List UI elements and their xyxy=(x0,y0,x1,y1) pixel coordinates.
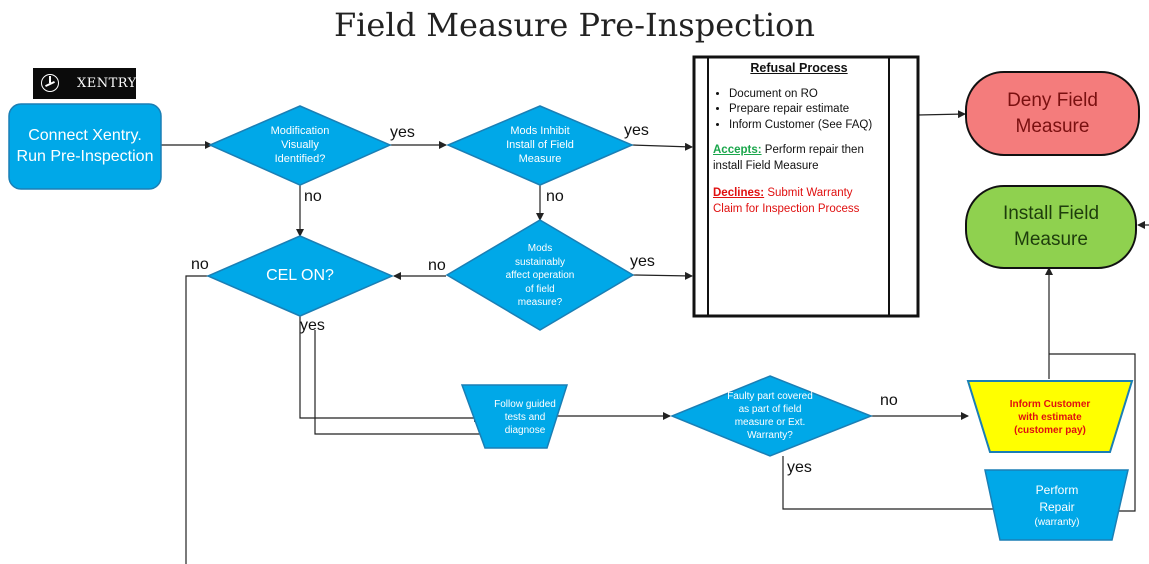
perform-title: Perform Repair xyxy=(1035,483,1079,514)
label-faulty-yes: yes xyxy=(787,459,812,476)
perform-subtitle: (warranty) xyxy=(1034,516,1080,528)
page-title: Field Measure Pre-Inspection xyxy=(333,6,816,44)
refusal-bullet: Inform Customer (See FAQ) xyxy=(729,118,885,134)
edge-faulty-yes xyxy=(782,456,1006,513)
follow-trapezoid xyxy=(460,384,569,449)
accepts-label: Accepts: xyxy=(713,144,762,157)
follow-node-text: Follow guided tests and diagnose xyxy=(494,398,556,436)
edge-cel-yes-b xyxy=(314,330,494,438)
mods-affect-diamond xyxy=(445,219,635,331)
label-modification-no: no xyxy=(304,188,322,205)
refusal-bullet-list: Document on RO Prepare repair estimate I… xyxy=(713,87,885,134)
edge-affect-yes xyxy=(632,271,693,280)
start-box xyxy=(8,103,162,190)
label-modification-yes: yes xyxy=(390,124,415,141)
edge-cel-yes-a xyxy=(299,316,482,422)
perform-trapezoid xyxy=(984,469,1129,541)
logo-text: XENTRY xyxy=(77,76,137,91)
declines-label: Declines: xyxy=(713,187,765,200)
install-terminator xyxy=(965,185,1137,269)
refusal-declines: Declines: Submit Warranty Claim for Insp… xyxy=(713,186,885,217)
modification-node-text: Modification Visually Identified? xyxy=(270,124,330,166)
refusal-process-panel: Refusal Process Document on RO Prepare r… xyxy=(713,60,885,217)
refusal-accepts: Accepts: Perform repair then install Fie… xyxy=(713,143,885,174)
deny-node-text: Deny Field Measure xyxy=(1007,90,1098,137)
faulty-node-text: Faulty part covered as part of field mea… xyxy=(727,391,813,441)
mods-affect-node-text: Mods sustainably affect operation of fie… xyxy=(505,243,575,309)
edge-perform-to-install xyxy=(1049,353,1136,512)
label-affect-yes: yes xyxy=(630,253,655,270)
modification-diamond xyxy=(208,105,392,186)
edge-inhibit-yes xyxy=(631,142,693,151)
label-cel-no: no xyxy=(191,256,209,273)
edge-cel-no xyxy=(185,275,210,564)
cel-diamond xyxy=(206,235,394,317)
mods-inhibit-diamond xyxy=(446,105,634,186)
mods-inhibit-node-text: Mods Inhibit Install of Field Measure xyxy=(506,124,574,166)
inform-trapezoid xyxy=(966,380,1134,453)
perform-node-text: Perform Repair (warranty) xyxy=(1010,474,1104,538)
refusal-bullet: Document on RO xyxy=(729,87,885,103)
label-affect-no: no xyxy=(428,257,446,274)
xentry-logo: XENTRY xyxy=(33,68,136,99)
refusal-box xyxy=(692,55,920,318)
edge-refusal-to-deny xyxy=(917,110,966,119)
label-inhibit-yes: yes xyxy=(624,122,649,139)
label-cel-yes: yes xyxy=(300,317,325,334)
label-faulty-no: no xyxy=(880,392,898,409)
start-node-text: Connect Xentry. Run Pre-Inspection xyxy=(16,126,154,165)
declines-text: Submit Warranty Claim for Inspection Pro… xyxy=(713,187,860,215)
refusal-heading: Refusal Process xyxy=(750,61,848,75)
deny-terminator xyxy=(965,71,1140,156)
faulty-diamond xyxy=(670,375,874,457)
install-node-text: Install Field Measure xyxy=(1002,203,1100,250)
cel-node-text: CEL ON? xyxy=(266,267,334,284)
inform-node-text: Inform Customer with estimate (customer … xyxy=(1009,398,1091,436)
label-inhibit-no: no xyxy=(546,188,564,205)
mercedes-star-icon xyxy=(41,74,59,92)
refusal-bullet: Prepare repair estimate xyxy=(729,102,885,118)
accepts-text: Perform repair then install Field Measur… xyxy=(713,144,864,172)
